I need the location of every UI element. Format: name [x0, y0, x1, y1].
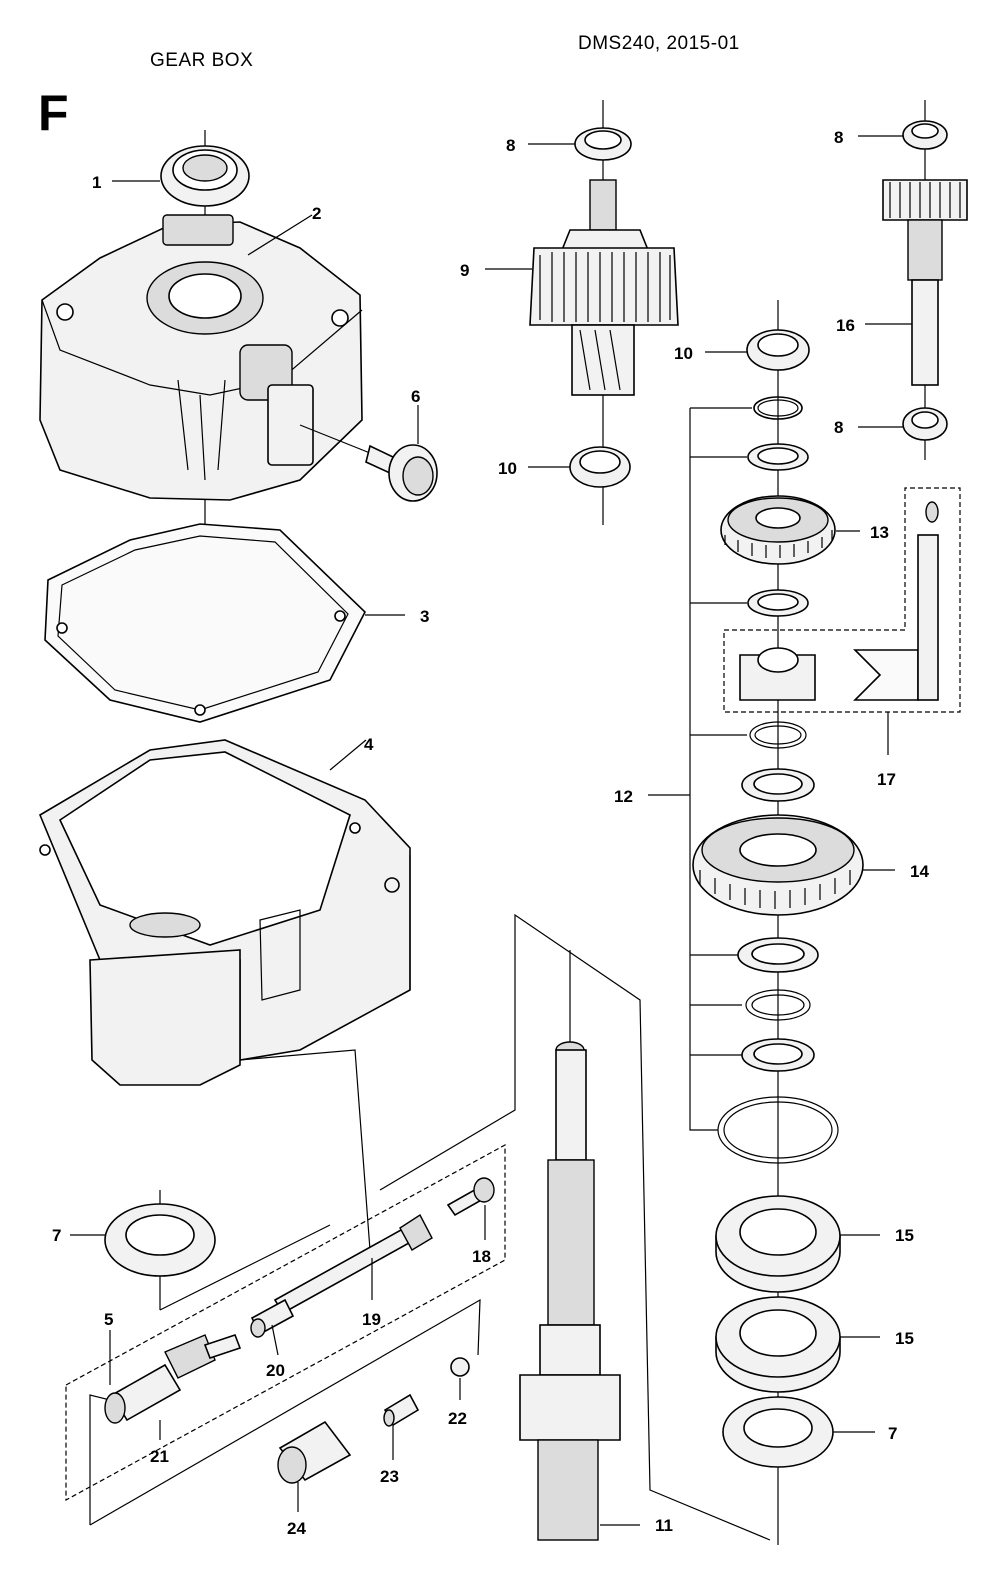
callout-9: 9 — [460, 261, 469, 280]
part-1-bearing — [160, 145, 250, 207]
part-14-large-gear — [692, 814, 864, 916]
part-11-spindle-shaft — [519, 1041, 621, 1541]
part-16-pinion-shaft — [882, 179, 968, 386]
callout-7: 7 — [888, 1424, 897, 1443]
circlip-1 — [753, 396, 803, 420]
callout-6: 5 — [104, 1310, 113, 1329]
part-23-nozzle — [383, 1393, 420, 1427]
leader-line — [329, 739, 367, 771]
part-10-bearing-lower — [569, 446, 631, 488]
part-9-drive-gear — [529, 179, 679, 396]
leader-line — [271, 1324, 279, 1356]
part-8-bearing-upper — [574, 127, 632, 161]
part-22-o-ring — [450, 1357, 470, 1377]
model-revision: DMS240, 2015-01 — [578, 33, 740, 54]
washer-4 — [737, 937, 819, 973]
part-10-bearing-stack — [746, 329, 810, 371]
washer-5 — [741, 1038, 815, 1072]
callout-15: 15 — [895, 1226, 914, 1245]
part-18-nipple — [446, 1177, 495, 1217]
callout-24: 24 — [287, 1519, 306, 1538]
leader-line — [89, 1298, 481, 1526]
kit-17-outline — [723, 487, 961, 713]
part-7-seal-ring-right — [722, 1396, 834, 1468]
callout-23: 23 — [380, 1467, 399, 1486]
callout-20: 20 — [266, 1361, 285, 1380]
part-4-gear-housing — [38, 739, 411, 1086]
callout-13: 13 — [870, 523, 889, 542]
callout-5: 6 — [411, 387, 420, 406]
part-3-gasket — [44, 523, 366, 723]
part-13-gear — [720, 495, 836, 565]
part-17-shift-kit — [739, 501, 939, 701]
washer-1 — [747, 443, 809, 471]
part-5-screw — [299, 424, 438, 502]
leader-line — [379, 913, 771, 1541]
callout-10: 10 — [498, 459, 517, 478]
leader-line — [239, 1049, 371, 1251]
callout-11: 11 — [655, 1516, 673, 1535]
part-21-valve — [104, 1333, 242, 1424]
callout-14: 14 — [910, 862, 929, 881]
callout-3: 3 — [420, 607, 429, 626]
part-8-bearing-right-top — [902, 120, 948, 150]
callout-8: 8 — [834, 128, 843, 147]
callout-18: 18 — [472, 1247, 491, 1266]
callout-10: 10 — [674, 344, 693, 363]
callout-7: 7 — [52, 1226, 61, 1245]
washer-2 — [747, 589, 809, 617]
callout-21: 21 — [150, 1447, 169, 1466]
callout-17: 17 — [877, 770, 896, 789]
callout-4: 4 — [364, 735, 374, 754]
leader-line — [247, 214, 313, 256]
washer-3 — [741, 768, 815, 802]
callout-15: 15 — [895, 1329, 914, 1348]
callout-12: 12 — [614, 787, 633, 806]
kit-6-outline — [65, 1143, 506, 1502]
callout-22: 22 — [448, 1409, 467, 1428]
part-15-bearing-upper — [715, 1195, 841, 1293]
circlip-3 — [745, 989, 811, 1021]
part-24-coupling — [277, 1420, 352, 1484]
callout-1: 1 — [92, 173, 101, 192]
part-8-bearing-right-bottom — [902, 407, 948, 441]
kit-12-bracket — [689, 408, 718, 1131]
circlip-2 — [749, 721, 807, 749]
part-7-seal-ring-left — [104, 1203, 216, 1277]
part-19-hose — [273, 1213, 433, 1315]
callout-19: 19 — [362, 1310, 381, 1329]
leader-line — [159, 1224, 331, 1311]
callout-16: 16 — [836, 316, 855, 335]
part-2-gearbox-cover — [39, 214, 363, 501]
page-title: GEAR BOX — [150, 50, 254, 71]
part-15-bearing-lower — [715, 1296, 841, 1393]
section-letter: F — [38, 85, 69, 141]
circlip-large — [717, 1096, 839, 1164]
leader-line — [89, 1394, 111, 1525]
callout-8: 8 — [834, 418, 843, 437]
part-20-fitting — [250, 1298, 295, 1338]
callout-8: 8 — [506, 136, 515, 155]
callout-2: 2 — [312, 204, 321, 223]
